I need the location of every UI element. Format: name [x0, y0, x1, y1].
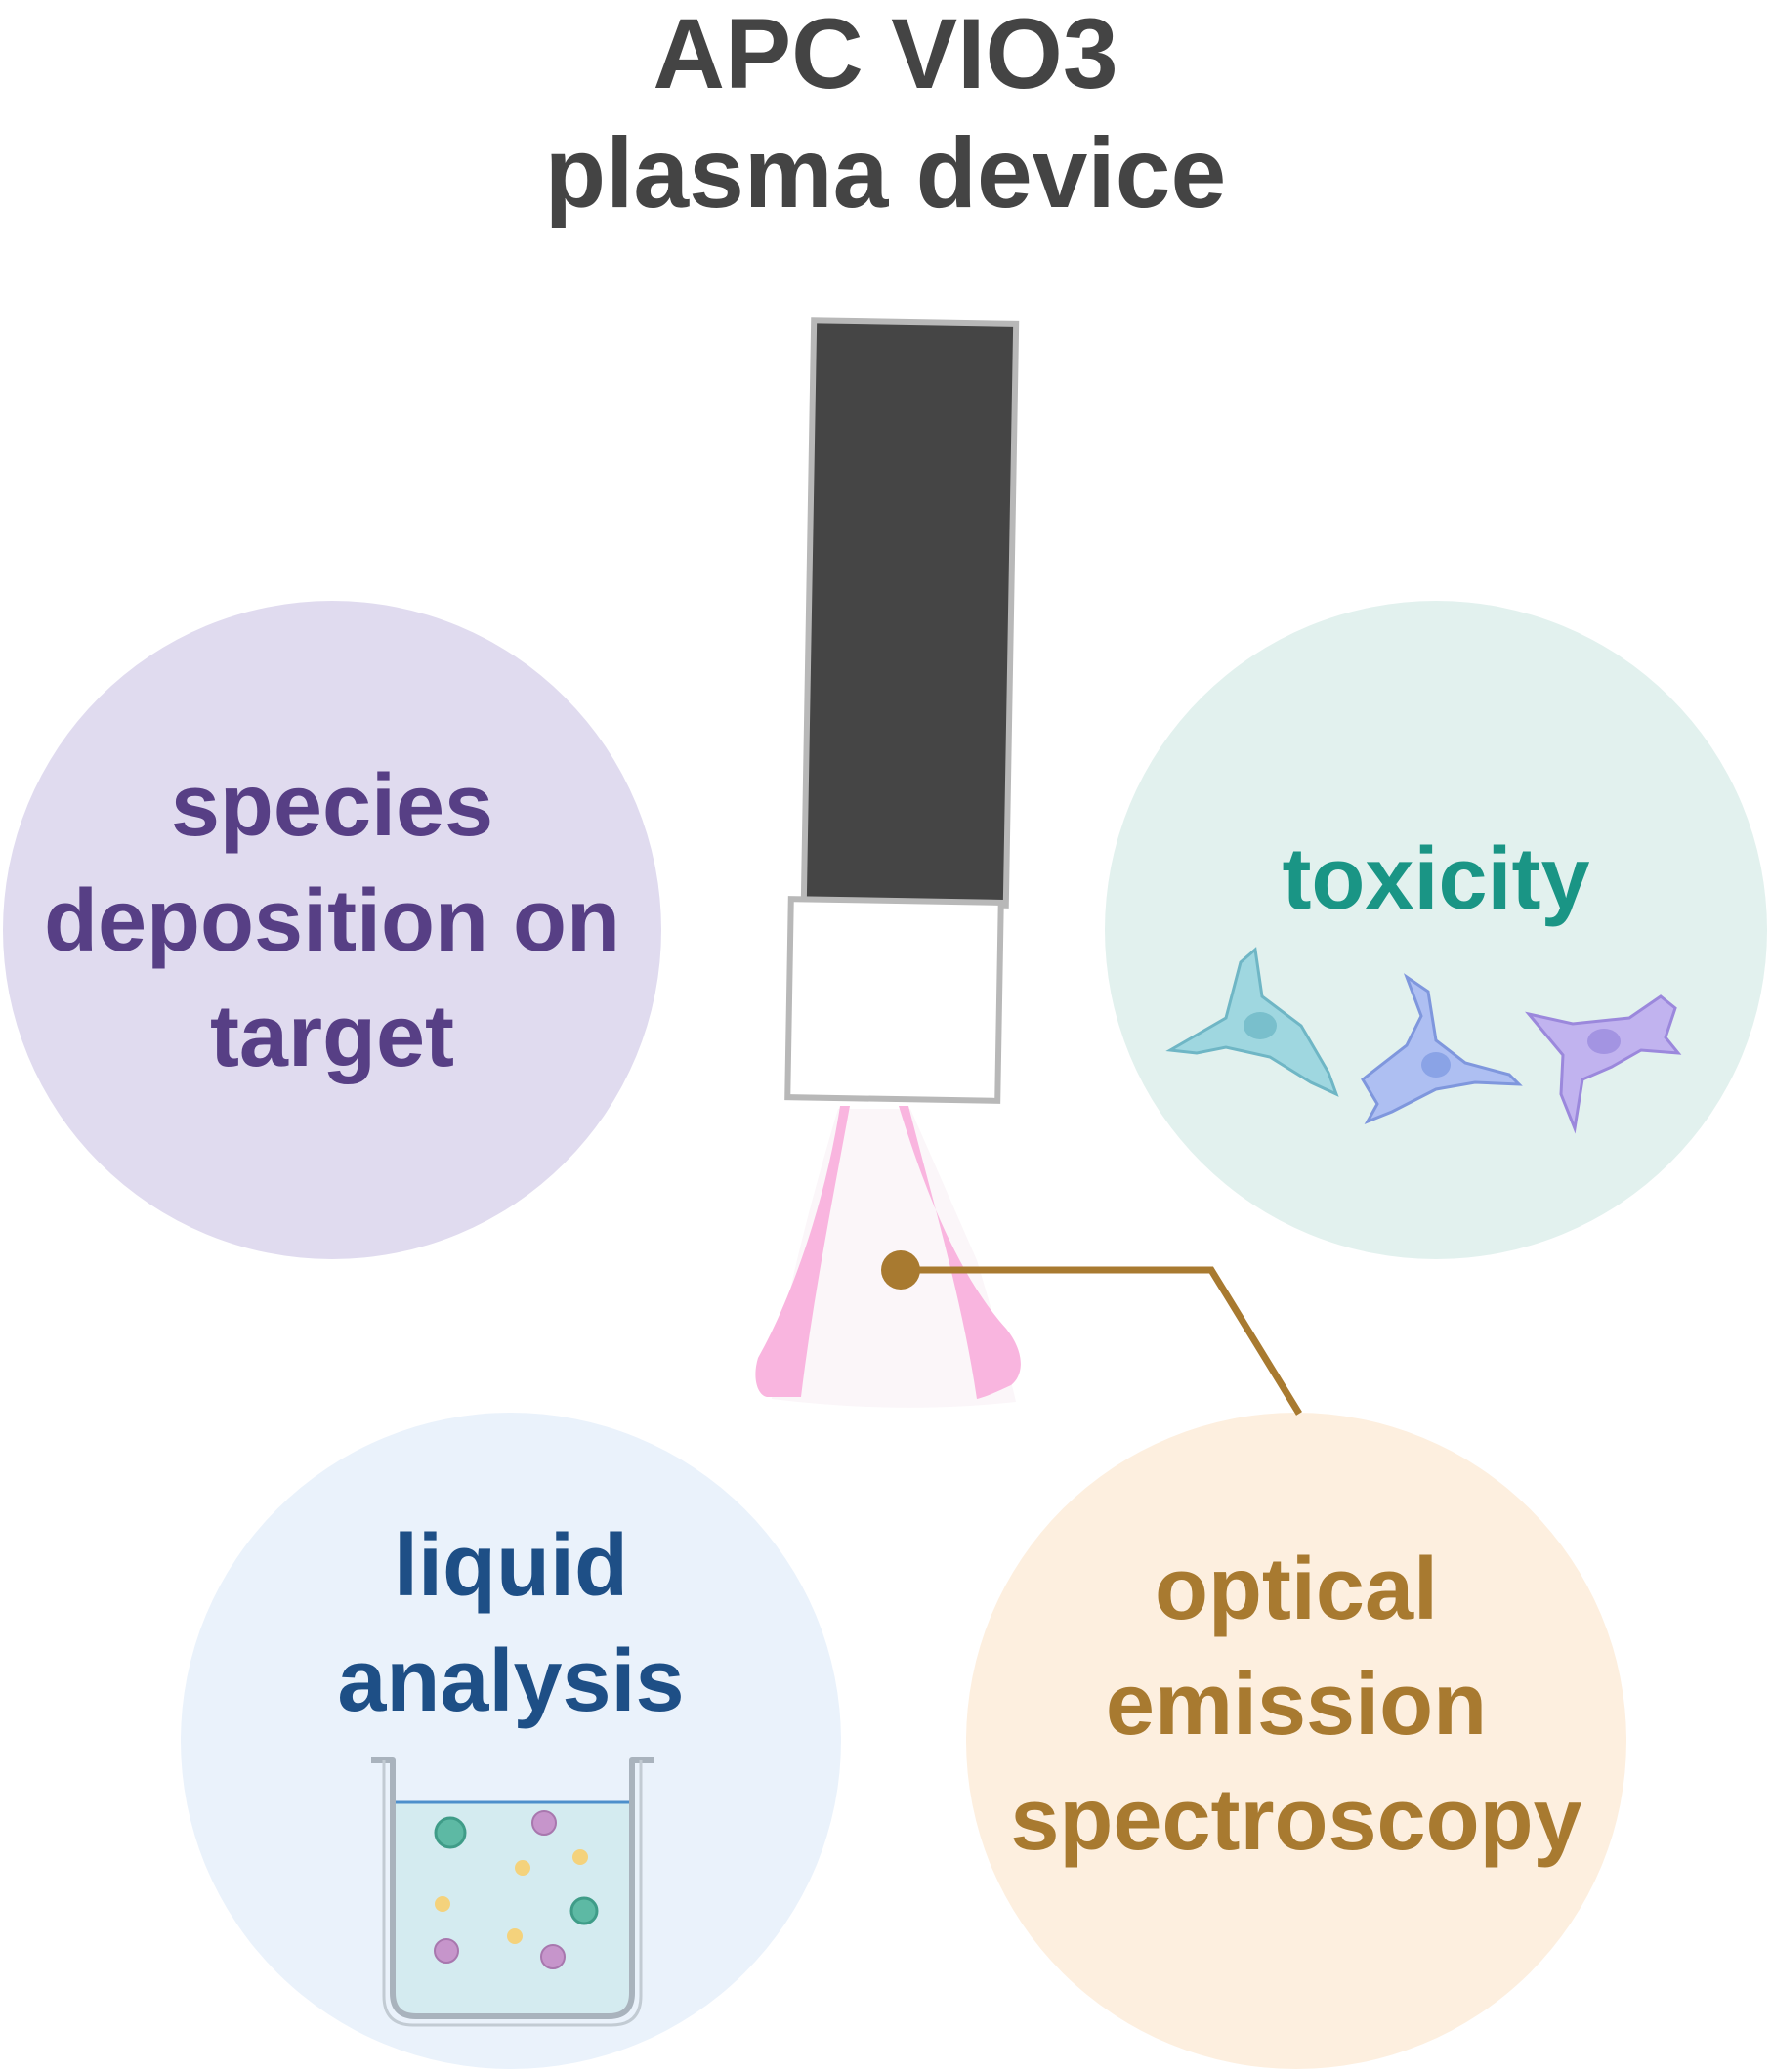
oes-label-line: spectroscopy — [1010, 1771, 1582, 1869]
liquid-label-line: analysis — [337, 1632, 685, 1730]
cell-icon — [1361, 973, 1523, 1124]
cell-icon — [1525, 994, 1682, 1134]
beaker-icon — [371, 1757, 654, 2027]
title-line-1: APC VIO3 — [653, 0, 1118, 109]
species-label-line: deposition on — [44, 872, 620, 970]
toxicity-label: toxicity — [1282, 822, 1589, 937]
species-deposition-circle: species deposition on target — [3, 601, 661, 1259]
liquid-analysis-circle: liquid analysis — [181, 1413, 841, 2069]
species-label-line: species — [170, 757, 494, 855]
measurement-point-icon — [881, 1250, 920, 1290]
oes-connector — [881, 1250, 1302, 1416]
liquid-label-line: liquid — [394, 1517, 628, 1615]
toxicity-label-line: toxicity — [1282, 830, 1590, 928]
oes-label-line: optical — [1154, 1541, 1439, 1638]
species-deposition-label: species deposition on target — [44, 748, 620, 1094]
liquid-analysis-label: liquid analysis — [337, 1508, 684, 1739]
species-label-line: target — [209, 988, 455, 1085]
optical-emission-spectroscopy-circle: optical emission spectroscopy — [966, 1413, 1626, 2069]
plasma-device-icon — [784, 317, 1020, 1104]
oes-label: optical emission spectroscopy — [1010, 1532, 1581, 1878]
cell-icon — [1165, 947, 1339, 1097]
diagram-title: APC VIO3 plasma device — [0, 0, 1771, 233]
title-line-2: plasma device — [544, 117, 1227, 229]
toxicity-circle: toxicity — [1105, 601, 1767, 1259]
oes-label-line: emission — [1105, 1656, 1488, 1754]
